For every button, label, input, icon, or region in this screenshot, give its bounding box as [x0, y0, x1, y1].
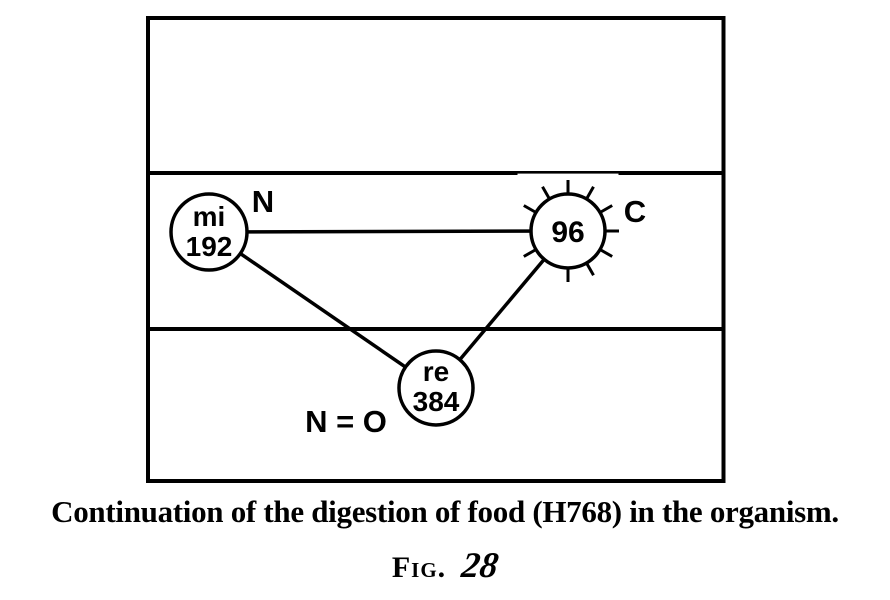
- node-re-label: re: [423, 356, 449, 387]
- diagram-border: [146, 16, 726, 483]
- edges: [208, 229, 570, 390]
- figure-number-label: Fig.: [391, 551, 447, 584]
- node-mi-label: mi: [193, 201, 226, 232]
- edge-mi-c: [208, 229, 569, 234]
- label-c: C: [624, 194, 646, 229]
- node-mi-value: 192: [186, 231, 233, 262]
- node-c-value: 96: [551, 216, 584, 249]
- figure-number: 28: [459, 545, 501, 585]
- node-c-circle: [529, 192, 607, 270]
- figure-caption: Continuation of the digestion of food (H…: [51, 494, 839, 529]
- node-re-value: 384: [413, 386, 460, 417]
- label-n-equals-o: N = O: [305, 404, 387, 439]
- figure-number-line: Fig. 28: [0, 543, 890, 595]
- node-re-circle: [397, 349, 475, 427]
- edge-mi-re: [208, 230, 437, 390]
- label-n: N: [252, 184, 274, 219]
- sun-ray-ticks: [523, 180, 619, 282]
- node-mi-circle: [169, 192, 249, 272]
